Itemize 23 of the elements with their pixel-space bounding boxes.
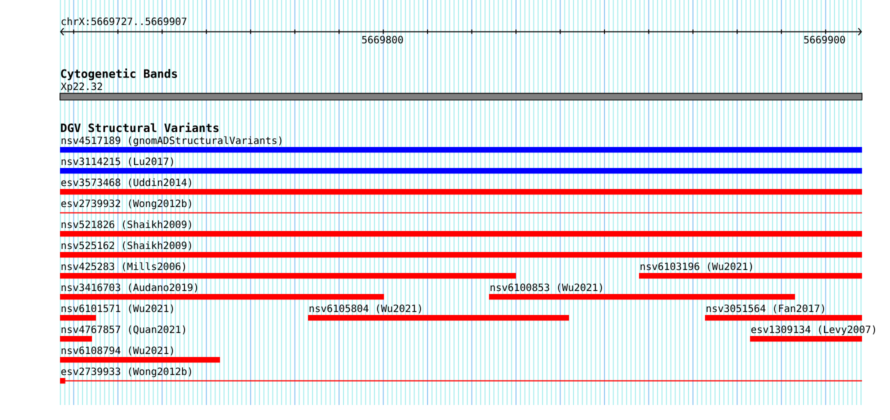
variant-label: esv2739933 (Wong2012b): [61, 367, 192, 378]
variant-label: nsv521826 (Shaikh2009): [62, 220, 192, 230]
variant-label: nsv4517189 (gnomADStructuralVariants): [62, 136, 282, 146]
variant-label: esv3573468 (Uddin2014): [61, 178, 192, 188]
variant-label: nsv6101571 (Wu2021): [62, 304, 173, 314]
position-label: chrX:5669727..5669907: [62, 17, 186, 26]
variant-label: nsv6100853 (Wu2021): [490, 283, 602, 292]
variant-label: nsv6108794 (Wu2021): [62, 346, 173, 356]
track-title: Cytogenetic Bands: [61, 68, 177, 80]
variant-label: nsv3114215 (Lu2017): [62, 157, 173, 166]
variant-label: nsv6103196 (Wu2021): [640, 262, 752, 272]
variant-label: nsv4767857 (Quan2021): [62, 325, 186, 334]
track-title: DGV Structural Variants: [60, 122, 218, 132]
variant-label: nsv525162 (Shaikh2009): [62, 241, 192, 250]
tick-label: 5669800: [362, 36, 403, 44]
band-label: Xp22.32: [60, 82, 102, 92]
variant-label: nsv6105804 (Wu2021): [310, 304, 421, 314]
variant-label: esv1309134 (Levy2007): [751, 325, 876, 336]
variant-label: nsv425283 (Mills2006): [62, 262, 186, 272]
variant-label: esv2739932 (Wong2012b): [61, 199, 192, 210]
variant-label: nsv3416703 (Audano2019): [62, 283, 198, 292]
variant-label: nsv3051564 (Fan2017): [706, 304, 824, 314]
tick-label: 5669900: [804, 36, 845, 44]
